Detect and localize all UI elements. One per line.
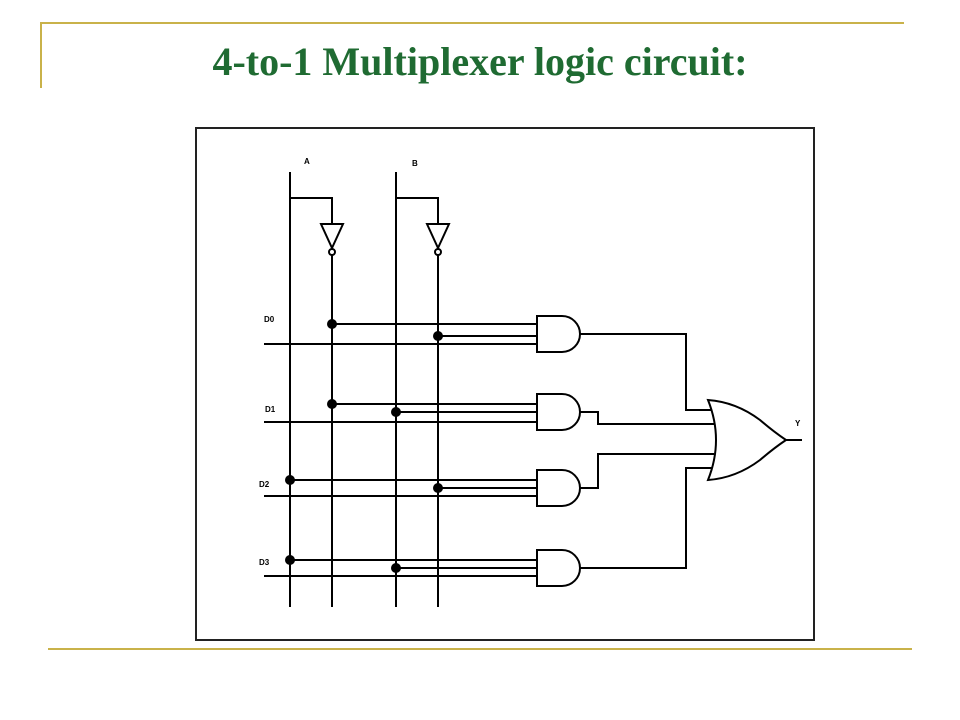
and-gate-1 (536, 393, 581, 431)
and-gate-2 (536, 469, 581, 507)
and3-output-wire (580, 467, 714, 569)
label-d1: D1 (265, 405, 276, 414)
label-d3: D3 (259, 558, 270, 567)
and0-output-wire (580, 333, 714, 411)
inverter-a-feed (290, 197, 333, 224)
label-y: Y (795, 419, 801, 428)
bottom-accent-line (48, 648, 912, 650)
top-accent-line (40, 22, 904, 24)
diagram-frame: A B D0 D1 D2 D3 Y (195, 127, 815, 641)
junction-dot (391, 563, 401, 573)
not-gate-b-bubble (434, 248, 442, 256)
not-gate-a (319, 223, 345, 251)
left-accent-line (40, 22, 42, 88)
junction-dot (285, 475, 295, 485)
label-b: B (412, 159, 418, 168)
and1-output-wire (580, 411, 714, 425)
junction-dot (285, 555, 295, 565)
not-gate-a-bubble (328, 248, 336, 256)
junction-dot (391, 407, 401, 417)
label-a: A (304, 157, 310, 166)
and-gate-3 (536, 549, 581, 587)
label-d2: D2 (259, 480, 270, 489)
junction-dot (327, 399, 337, 409)
junction-dot (433, 483, 443, 493)
label-d0: D0 (264, 315, 275, 324)
and-gate-0 (536, 315, 581, 353)
and2-output-wire (580, 453, 714, 489)
or-gate (706, 398, 788, 482)
multiplexer-circuit-diagram: A B D0 D1 D2 D3 Y (259, 157, 802, 607)
junction-dot (433, 331, 443, 341)
junction-dot (327, 319, 337, 329)
not-gate-b (425, 223, 451, 251)
inverter-b-feed (396, 197, 439, 224)
slide-title: 4-to-1 Multiplexer logic circuit: (212, 39, 748, 84)
